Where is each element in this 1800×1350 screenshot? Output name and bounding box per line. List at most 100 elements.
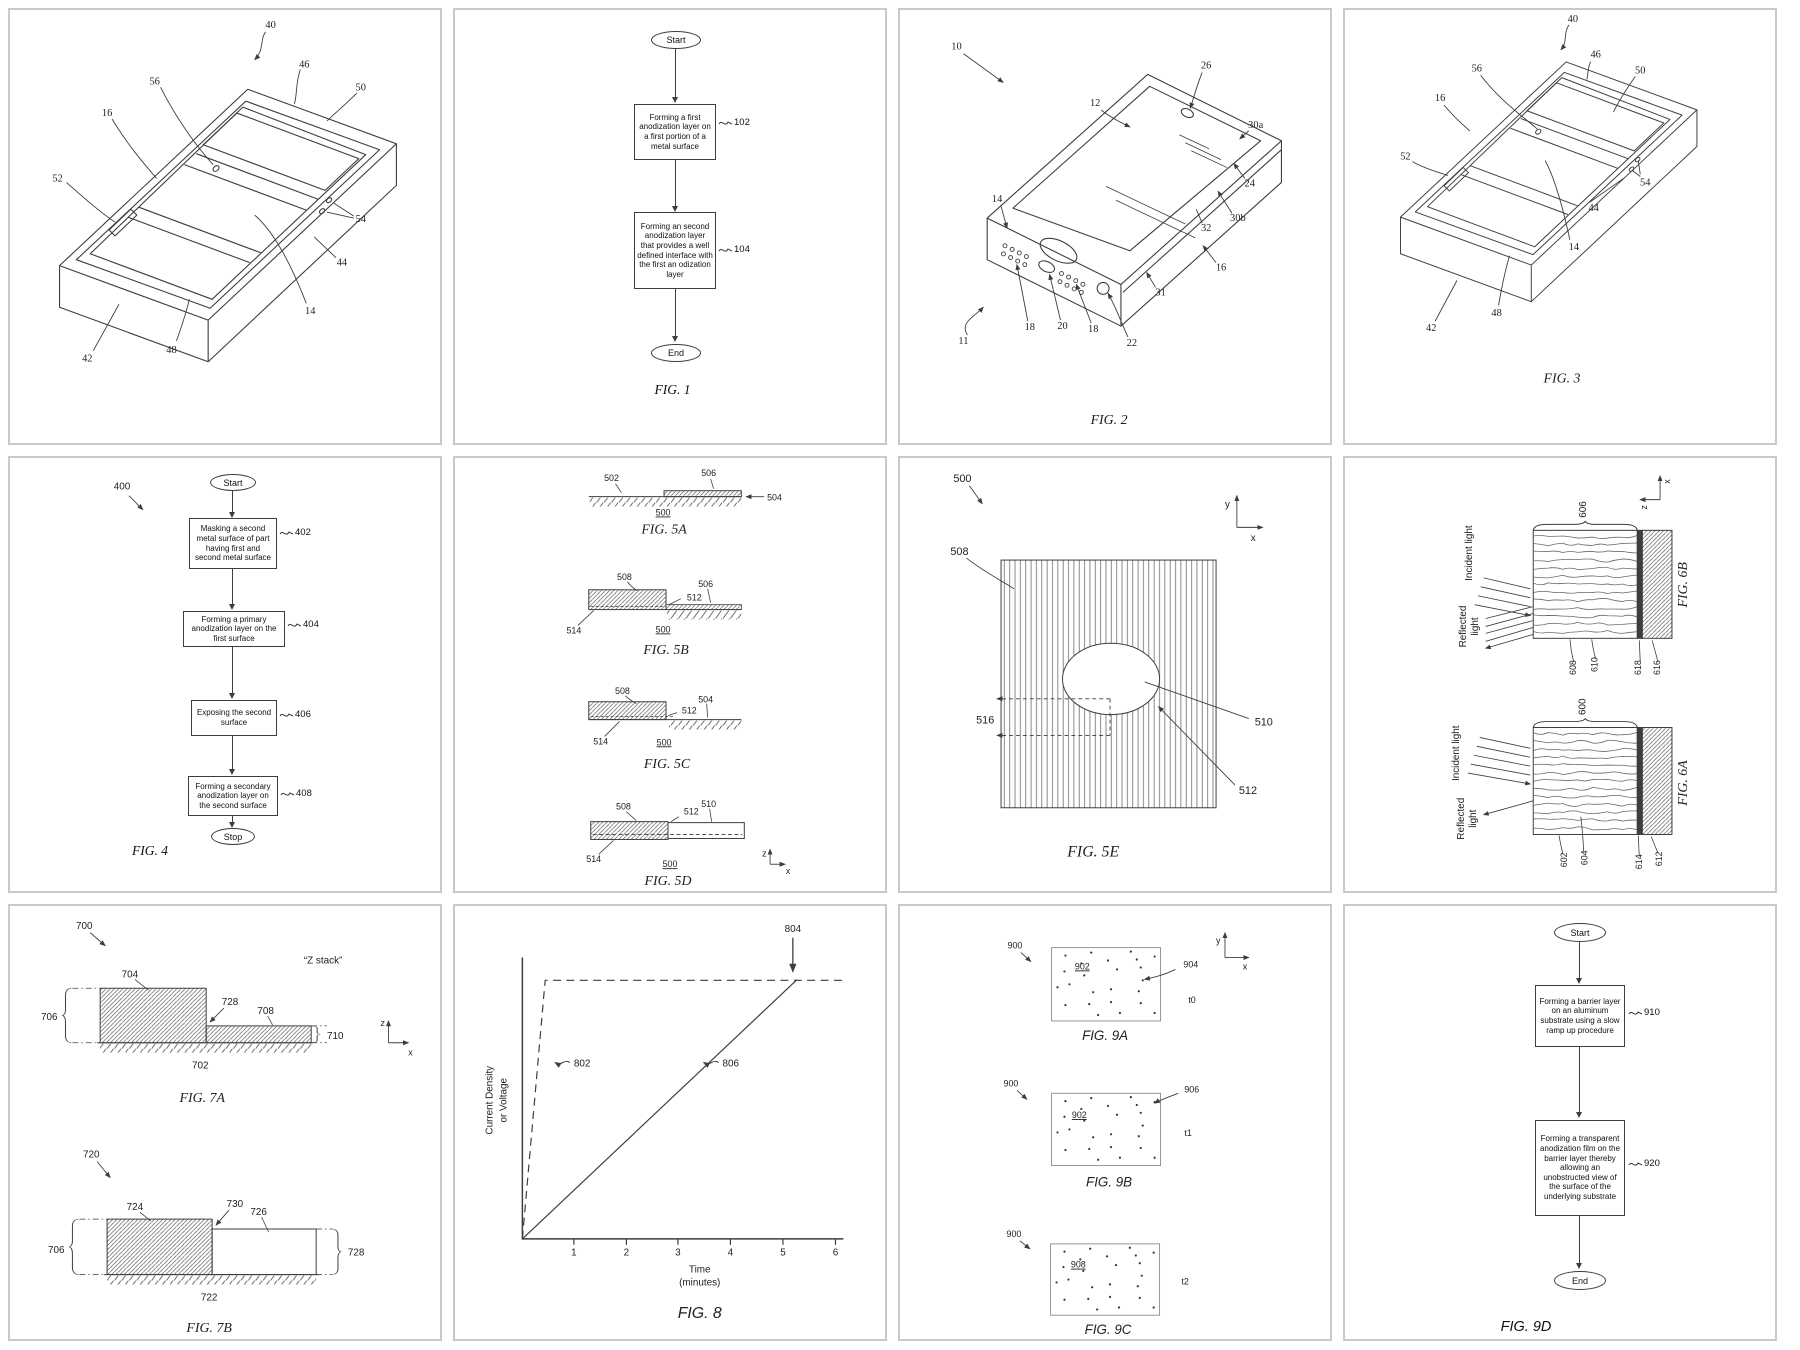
anodization-light-drawings: 606 Incident light Reflected light 608 6… [1451, 474, 1691, 869]
ref-40: 40 [1568, 14, 1578, 25]
arrow-down-icon [672, 206, 678, 212]
panel-fig2: 10 12 26 30a 24 30b 32 16 31 22 18 20 18… [898, 8, 1332, 445]
ref-706: 706 [48, 1245, 65, 1256]
panel-fig5a-5d: 502 506 504 500 FIG. 5A 508 512 506 514 … [453, 456, 887, 893]
ref-44: 44 [337, 258, 348, 269]
curve-806-solid [521, 979, 798, 1240]
ref-26: 26 [1201, 60, 1211, 71]
ref-44: 44 [1588, 203, 1599, 214]
ref-514: 514 [586, 854, 601, 864]
ref-500: 500 [663, 859, 678, 869]
figure-caption: FIG. 9D [1500, 1319, 1552, 1335]
axis-x-label: x [408, 1048, 413, 1058]
y-axis-label: or Voltage [499, 1077, 510, 1122]
connector-port-icon [1038, 260, 1056, 273]
figure-caption-5b: FIG. 5B [642, 643, 689, 658]
reflected-light-label: light [1468, 809, 1479, 827]
ref-608: 608 [1568, 660, 1578, 675]
ref-610: 610 [1590, 657, 1600, 672]
ref-18a: 18 [1025, 322, 1035, 333]
flow-connector [675, 160, 677, 207]
panel-fig5e: 500 y x 508 510 512 516 FIG. 5E [898, 456, 1332, 893]
flow-connector [232, 736, 234, 770]
flow-step-102: Forming a first anodization layer on a f… [634, 104, 716, 160]
figure-caption-5a: FIG. 5A [640, 522, 687, 537]
flow-connector [675, 49, 677, 98]
squiggle-icon [718, 247, 733, 252]
ref-408: 408 [280, 788, 312, 799]
ref-704: 704 [122, 969, 139, 980]
ref-804: 804 [785, 924, 802, 935]
fig4-leaders: 400 [114, 482, 144, 511]
layer-stack-drawings: 502 506 504 500 FIG. 5A 508 512 506 514 … [566, 468, 790, 889]
time-t2: t2 [1181, 1276, 1188, 1286]
arrow-down-icon [229, 693, 235, 699]
figure-caption-5c: FIG. 5C [643, 757, 691, 772]
arrow-down-icon [229, 604, 235, 610]
figure-caption: FIG. 8 [678, 1305, 722, 1322]
figure-caption: FIG. 4 [132, 843, 168, 858]
incident-light-label: Incident light [1464, 525, 1475, 581]
x-axis-label-units: (minutes) [679, 1277, 720, 1288]
flow-step-920: Forming a transparent anodization film o… [1535, 1120, 1625, 1216]
y-axis-label: Current Density [485, 1066, 496, 1135]
panel-fig3: 40 46 50 56 16 52 54 44 14 48 42 FIG. 3 [1343, 8, 1777, 445]
ref-12: 12 [1090, 98, 1100, 109]
ref-500: 500 [657, 737, 672, 747]
ref-506: 506 [701, 468, 716, 478]
ref-512: 512 [682, 706, 697, 716]
z-stack-title: “Z stack” [304, 955, 342, 966]
axis-z-label: z [762, 848, 767, 858]
ref-102: 102 [718, 117, 750, 128]
ref-728: 728 [348, 1248, 365, 1259]
ramp-chart: 1 2 3 4 5 6 802 806 804 Current Density … [485, 924, 844, 1322]
ref-31: 31 [1155, 287, 1165, 298]
squiggle-icon [280, 791, 295, 796]
ref-30b: 30b [1230, 213, 1246, 224]
figure-caption-6b: FIG. 6B [1676, 562, 1691, 609]
ref-910: 910 [1628, 1007, 1660, 1018]
ref-402: 402 [279, 527, 311, 538]
ref-508: 508 [615, 686, 630, 696]
panel-fig9a-9c: 900 902 904 t0 y x FIG. 9A 900 902 906 t… [898, 904, 1332, 1341]
ref-16: 16 [102, 108, 112, 119]
ref-404: 404 [287, 619, 319, 630]
squiggle-icon [287, 622, 302, 627]
housing-drawing-2: 40 46 50 56 16 52 54 44 14 48 42 FIG. 3 [1400, 14, 1698, 387]
incident-light-label: Incident light [1451, 725, 1462, 781]
ref-802: 802 [574, 1059, 591, 1070]
axis-y-label: y [1225, 500, 1230, 511]
ref-20: 20 [1057, 321, 1067, 332]
ref-512: 512 [684, 807, 699, 817]
arrow-down-icon [1576, 1112, 1582, 1118]
ref-900: 900 [1007, 1229, 1022, 1239]
figure-caption-9b: FIG. 9B [1086, 1174, 1132, 1189]
squiggle-icon [1628, 1161, 1643, 1166]
ref-920: 920 [1628, 1158, 1660, 1169]
ref-516: 516 [976, 715, 994, 727]
axis-y-label: y [1216, 936, 1221, 946]
flow-step-408: Forming a secondary anodization layer on… [188, 776, 278, 816]
audio-jack-icon [1096, 281, 1110, 295]
figure-caption-9c: FIG. 9C [1085, 1322, 1132, 1337]
x-tick-2: 2 [624, 1248, 630, 1259]
figure-caption: FIG. 1 [654, 382, 691, 397]
ref-10: 10 [951, 42, 961, 53]
ref-506: 506 [698, 579, 713, 589]
ref-602: 602 [1559, 852, 1569, 867]
flow-connector [675, 289, 677, 337]
pore-pattern-drawings: 900 902 904 t0 y x FIG. 9A 900 902 906 t… [1004, 931, 1250, 1337]
panel-fig6b-6a: 606 Incident light Reflected light 608 6… [1343, 456, 1777, 893]
x-axis-label: Time [689, 1265, 711, 1276]
speaker-grid-icon [1001, 243, 1086, 295]
ref-730: 730 [227, 1199, 244, 1210]
ref-512: 512 [687, 593, 702, 603]
reflected-light-label: Reflected [1458, 606, 1469, 648]
ref-702: 702 [192, 1061, 209, 1072]
ref-514: 514 [593, 736, 608, 746]
squiggle-icon [718, 120, 733, 125]
reflected-light-label: light [1470, 617, 1481, 635]
panel-fig4: 400 Start Masking a second metal surface… [8, 456, 442, 893]
ref-904: 904 [1183, 959, 1198, 969]
